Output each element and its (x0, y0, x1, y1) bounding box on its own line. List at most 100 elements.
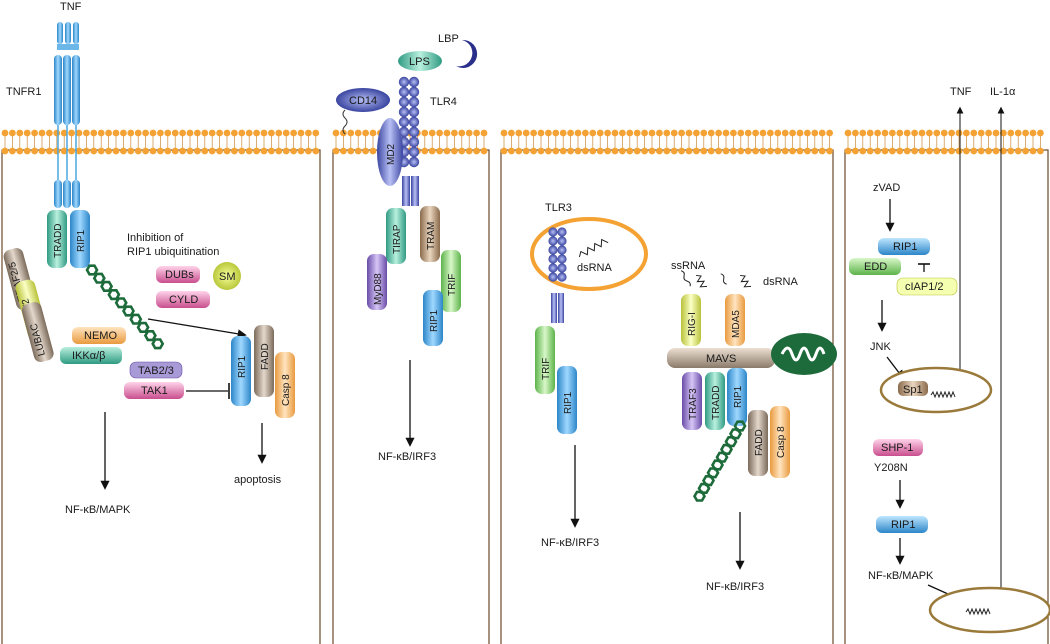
ubiquitin-unit (85, 264, 99, 276)
lipid-head (421, 147, 429, 155)
lipid-head (955, 147, 963, 155)
lipid-head (963, 129, 970, 137)
lipid-head (142, 147, 150, 155)
lipid-head (480, 129, 488, 137)
ikk-label: IKKα/β (72, 350, 105, 362)
sp1-protein (898, 381, 928, 396)
lipid-head (685, 129, 693, 137)
lipid-head (582, 147, 589, 155)
nfkb-mapk-label: NF-κB/MAPK (65, 504, 131, 516)
lbp-label: LBP (438, 33, 459, 45)
lipid-head (911, 129, 918, 137)
lipid-head (186, 129, 194, 137)
ubiquitin-unit (151, 338, 165, 350)
tak1-label: TAK1 (141, 385, 168, 397)
ciap12-label-p4: cIAP1/2 (905, 281, 944, 293)
ubiquitin-unit (706, 467, 720, 479)
mda5-protein (725, 294, 745, 346)
lipid-head (619, 129, 626, 137)
lipid-head (700, 129, 708, 137)
tlr4-repeat (398, 86, 410, 98)
fadd-protein (254, 325, 274, 397)
lipid-head (963, 147, 970, 155)
lipid-head (508, 129, 515, 137)
lipid-head (926, 129, 933, 137)
lipid-head (955, 129, 963, 137)
rip1-protein-p3b (727, 368, 747, 426)
lipid-head (693, 147, 700, 155)
lipid-head (707, 129, 715, 137)
mitochondrion (771, 333, 837, 375)
lipid-head (179, 147, 187, 155)
sm-label: SM (219, 271, 236, 283)
lipid-head (804, 129, 811, 137)
lipid-head (752, 129, 759, 137)
lipid-head (142, 129, 150, 137)
ubiquitin-unit (710, 459, 725, 471)
lipid-head (46, 129, 53, 137)
lipid-head (332, 129, 340, 137)
lipid-head (774, 147, 782, 155)
rigi-label: RIG-I (687, 312, 698, 336)
lipid-head (216, 147, 224, 155)
cd14-protein (336, 88, 390, 112)
lipid-head (451, 129, 458, 137)
lipid-head (970, 129, 978, 137)
lipid-head (744, 129, 752, 137)
lipid-head (31, 147, 38, 155)
lipid-head (157, 129, 164, 137)
lipid-head (752, 147, 759, 155)
dsrna-helix-p3 (578, 238, 609, 258)
lipid-head (759, 147, 767, 155)
lipid-head (194, 147, 201, 155)
tlr3-repeat (557, 254, 567, 264)
ubiquitin-unit (733, 420, 747, 432)
lipid-head (149, 147, 157, 155)
lipid-head (663, 129, 671, 137)
apoptosis-label: apoptosis (234, 474, 282, 486)
cyld-label: CYLD (169, 294, 198, 306)
lipid-head (1022, 147, 1029, 155)
ubiquitin-chain-p3 (692, 420, 747, 502)
lipid-head (918, 129, 926, 137)
panel-3-cell (500, 149, 834, 644)
lipid-head (582, 129, 589, 137)
tlr4-repeat (398, 96, 410, 108)
lipid-head (693, 129, 700, 137)
lipid-head (767, 129, 774, 137)
casp8-label-p3: Casp 8 (776, 426, 787, 458)
nucleus-1 (879, 366, 993, 414)
lipid-head (985, 129, 992, 137)
tlr4-repeat (398, 76, 410, 88)
lipid-head (722, 147, 730, 155)
il1a-label: IL-1α (990, 86, 1016, 98)
lipid-head (796, 147, 804, 155)
lipid-head (670, 147, 678, 155)
lipid-head (297, 129, 305, 137)
shp1-protein (873, 439, 923, 456)
lipid-head (268, 129, 275, 137)
dsrna-label-p3: dsRNA (577, 262, 613, 274)
lipid-head (515, 129, 523, 137)
lipid-head (730, 129, 737, 137)
lipid-head (290, 147, 297, 155)
lipid-head (340, 147, 347, 155)
lipid-head (545, 129, 552, 137)
md2-protein (377, 118, 403, 186)
lipid-head (171, 129, 179, 137)
lipid-head (626, 147, 634, 155)
tlr3-repeat (548, 272, 558, 282)
jnk-label: JNK (870, 341, 891, 353)
lipid-head (985, 147, 992, 155)
lipid-head (369, 129, 377, 137)
sp1-label: Sp1 (903, 384, 923, 396)
lipid-head (700, 147, 708, 155)
traf3-protein (682, 372, 702, 430)
casp8-label: Casp 8 (281, 374, 292, 406)
lipid-head (670, 129, 678, 137)
lipid-head (545, 147, 552, 155)
lipid-head (940, 147, 948, 155)
lipid-head (16, 129, 24, 137)
mda5-label: MDA5 (731, 310, 742, 338)
tlr4-label: TLR4 (430, 96, 457, 108)
